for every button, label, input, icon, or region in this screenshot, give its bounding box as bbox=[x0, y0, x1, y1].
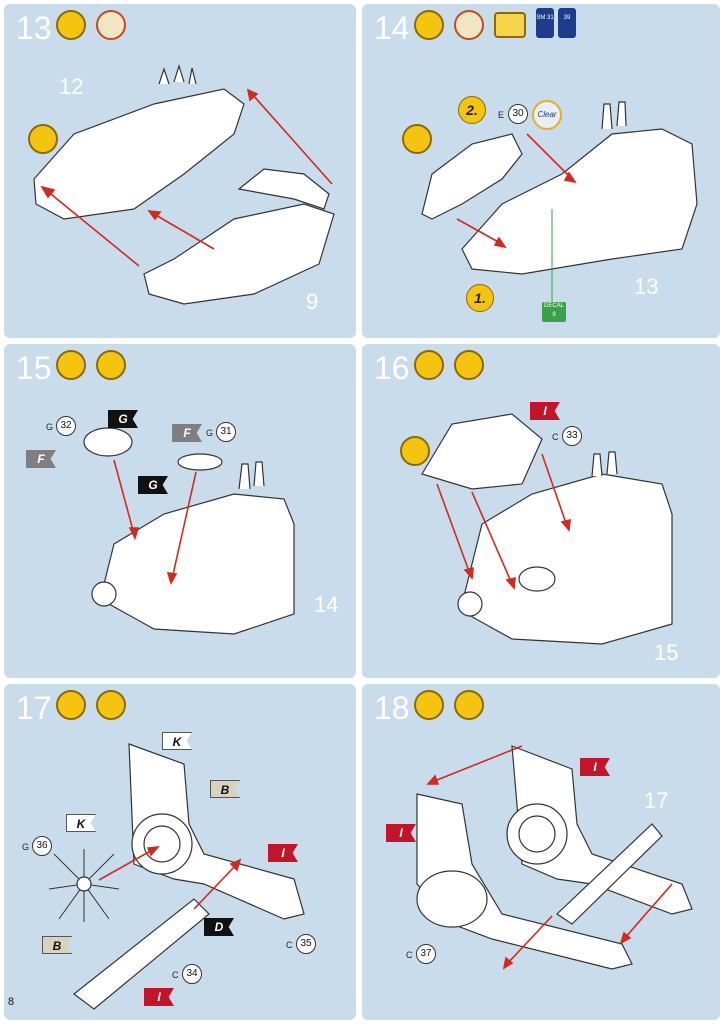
page-number: 8 bbox=[8, 996, 15, 1008]
step-15-illustration bbox=[83, 427, 295, 635]
part-callout-37: 37 bbox=[416, 944, 436, 964]
callout-prefix: C bbox=[172, 970, 179, 980]
callout-prefix: C bbox=[406, 950, 413, 960]
step-14-illustration bbox=[421, 101, 698, 304]
paintbrush-icon bbox=[454, 350, 484, 380]
callout-prefix: E bbox=[498, 110, 505, 120]
callout-prefix: C bbox=[552, 432, 559, 442]
clear-paint-icon: Clear bbox=[532, 100, 562, 130]
substep-2-label: 2. bbox=[458, 96, 486, 124]
step-number: 18 bbox=[374, 690, 410, 726]
paint-flag-D: D bbox=[204, 918, 234, 936]
step-number: 17 bbox=[16, 690, 52, 726]
step-18-illustration bbox=[416, 745, 693, 970]
kit-icon bbox=[402, 124, 432, 154]
step-13-illustration bbox=[33, 63, 335, 305]
paintbrush-icon bbox=[96, 690, 126, 720]
step-17-illustration bbox=[48, 743, 305, 1010]
paintbrush-icon bbox=[96, 350, 126, 380]
part-callout-33: 33 bbox=[562, 426, 582, 446]
glue-icon bbox=[56, 10, 86, 40]
paint-flag-I: I bbox=[580, 758, 610, 776]
glue-icon bbox=[414, 690, 444, 720]
clock-icon bbox=[96, 10, 126, 40]
callout-prefix: G bbox=[206, 428, 214, 438]
glue-icon bbox=[56, 350, 86, 380]
step-17-panel: 17 K B K G 36 B I D C 35 C 34 I bbox=[4, 684, 356, 1020]
decal-label: DECAL bbox=[543, 303, 564, 309]
paint-pot-icon: SM 31 bbox=[536, 8, 554, 38]
decal-icon bbox=[494, 12, 526, 38]
step-13-panel: 13 12 9 bbox=[4, 4, 356, 338]
paint-flag-I: I bbox=[268, 844, 298, 862]
step-16-illustration bbox=[421, 413, 673, 645]
callout-prefix: C bbox=[286, 940, 293, 950]
kit-icon bbox=[400, 436, 430, 466]
callout-prefix: G bbox=[22, 842, 30, 852]
part-callout-30: 30 bbox=[508, 104, 528, 124]
glue-icon bbox=[56, 690, 86, 720]
reference-part-14: 14 bbox=[314, 592, 339, 617]
paint-flag-G: G bbox=[138, 476, 168, 494]
paint-flag-F: F bbox=[26, 450, 56, 468]
kit-icon bbox=[28, 124, 58, 154]
glue-icon bbox=[414, 10, 444, 40]
part-callout-35: 35 bbox=[296, 934, 316, 954]
decal-badge: DECAL 9 bbox=[542, 302, 566, 322]
reference-part-9: 9 bbox=[306, 289, 319, 314]
paint-flag-F: F bbox=[172, 424, 202, 442]
paint-flag-G: G bbox=[108, 410, 138, 428]
part-callout-31: 31 bbox=[216, 422, 236, 442]
reference-part-15: 15 bbox=[654, 640, 679, 665]
step-number: 16 bbox=[374, 350, 410, 386]
paint-pot-icon: 39 bbox=[558, 8, 576, 38]
step-18-panel: 18 I I 17 C 37 bbox=[362, 684, 720, 1020]
part-callout-34: 34 bbox=[182, 964, 202, 984]
glue-icon bbox=[414, 350, 444, 380]
callout-prefix: G bbox=[46, 422, 54, 432]
paintbrush-icon bbox=[454, 690, 484, 720]
reference-part-12: 12 bbox=[59, 74, 84, 99]
reference-part-13: 13 bbox=[634, 274, 659, 299]
substep-1-label: 1. bbox=[466, 284, 494, 312]
clock-icon bbox=[454, 10, 484, 40]
step-14-panel: 14 SM 31 39 2. E 30 Clear 1. DECAL 9 13 bbox=[362, 4, 720, 338]
paint-flag-I: I bbox=[386, 824, 416, 842]
part-callout-36: 36 bbox=[32, 836, 52, 856]
paint-flag-I: I bbox=[530, 402, 560, 420]
part-callout-32: 32 bbox=[56, 416, 76, 436]
step-16-panel: 16 I C 33 15 bbox=[362, 344, 720, 678]
step-15-panel: 15 G 32 G F F G 31 G 14 bbox=[4, 344, 356, 678]
reference-part-17: 17 bbox=[644, 788, 669, 813]
step-number: 13 bbox=[16, 10, 52, 46]
step-number: 14 bbox=[374, 10, 410, 46]
step-number: 15 bbox=[16, 350, 52, 386]
decal-number: 9 bbox=[552, 312, 556, 318]
paint-flag-I: I bbox=[144, 988, 174, 1006]
